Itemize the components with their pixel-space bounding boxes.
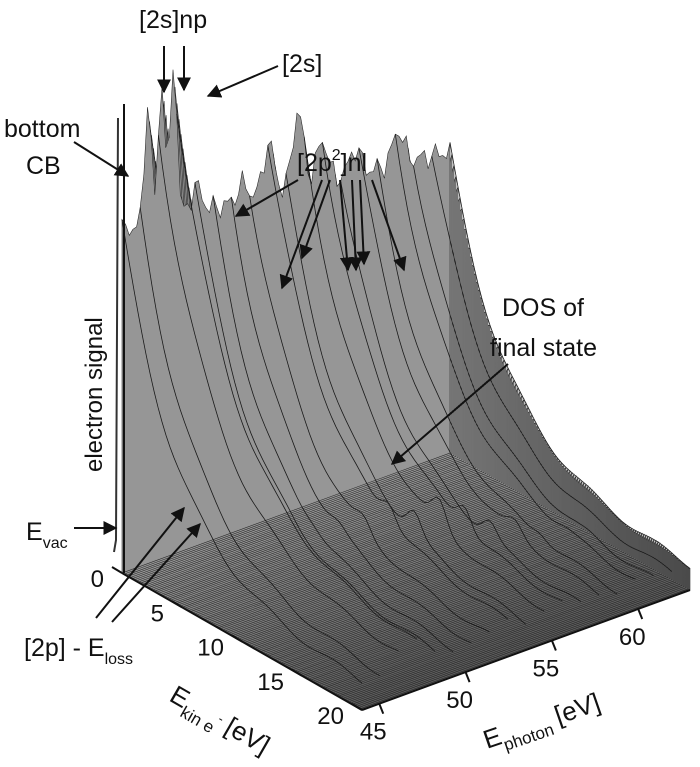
surface-contour	[340, 181, 581, 602]
surface-contour	[431, 156, 673, 572]
x-tick-label: 20	[317, 703, 344, 730]
y-tick	[637, 608, 644, 620]
surface-mesh	[121, 69, 691, 711]
arrow-nl-3	[299, 179, 331, 260]
y-axis-line	[361, 589, 691, 711]
y-tick-label: 45	[360, 719, 387, 746]
annotation-dos-1: DOS of	[502, 294, 584, 322]
surface-contour	[121, 219, 363, 684]
surface-contour	[413, 166, 654, 576]
arrow-2s	[206, 65, 279, 98]
surface-contour	[376, 158, 618, 595]
y-tick	[464, 671, 471, 683]
annotation-2p-eloss: [2p] - Eloss	[24, 634, 133, 668]
x-tick-label: 15	[257, 669, 284, 696]
svg-text:Ephoton[eV]: Ephoton[eV]	[479, 687, 606, 761]
surface-contour	[230, 197, 472, 644]
y-tick-label: 50	[446, 687, 473, 714]
annotation-evac: Evac	[26, 518, 68, 552]
arrow-nl-4	[339, 179, 354, 272]
arrow-nl-1	[234, 179, 299, 217]
arrow-nl-2	[279, 179, 323, 290]
arrow-nl-7	[371, 179, 407, 272]
annotation-2p2-nl: [2p2]nl	[297, 147, 367, 177]
z-axis-spike	[113, 117, 119, 553]
x-tick	[231, 634, 243, 643]
surface-contour	[303, 136, 545, 612]
x-tick	[111, 566, 123, 574]
arrow-dos	[390, 363, 509, 465]
annotation-2s: [2s]	[282, 50, 322, 78]
x-tick	[171, 600, 183, 609]
arrow-eloss-2	[111, 522, 201, 623]
y-tick-label: 55	[533, 656, 560, 683]
surface-contour	[358, 147, 600, 596]
surface-contour	[394, 134, 636, 580]
y-axis-label: Ephoton[eV]	[479, 687, 606, 761]
annotation-bottom: bottom	[4, 115, 80, 143]
surface-contour	[176, 114, 417, 640]
x-tick-label: 0	[91, 566, 104, 593]
x-tick	[291, 668, 303, 677]
annotation-cb: CB	[26, 152, 61, 180]
surface-contour	[158, 135, 399, 652]
surface-contour	[212, 195, 454, 653]
y-ticks: 45 50 55 60	[360, 608, 646, 746]
arrow-nl-6	[356, 179, 371, 266]
surface-contour	[322, 142, 563, 602]
x-tick-label: 5	[151, 600, 164, 627]
arrow-bottom-cb	[73, 141, 130, 177]
y-tick	[550, 640, 557, 651]
arrow-eloss-1	[95, 506, 185, 619]
arrow-nl-5	[348, 179, 363, 272]
annotation-dos-2: final state	[490, 334, 597, 362]
x-tick-label: 10	[197, 635, 224, 662]
x-tick	[351, 703, 363, 711]
surface-contour	[194, 182, 436, 652]
y-tick-label: 60	[619, 624, 646, 651]
surface-contour	[249, 195, 490, 633]
surface-contour	[285, 173, 527, 625]
surface-contour	[139, 207, 381, 677]
surface-contour	[449, 142, 691, 569]
annotation-2s-np: [2s]np	[139, 6, 207, 34]
x-ticks: 0 5 10 15 20	[91, 566, 363, 730]
z-axis-label: electron signal	[81, 317, 108, 472]
y-tick	[378, 703, 385, 715]
